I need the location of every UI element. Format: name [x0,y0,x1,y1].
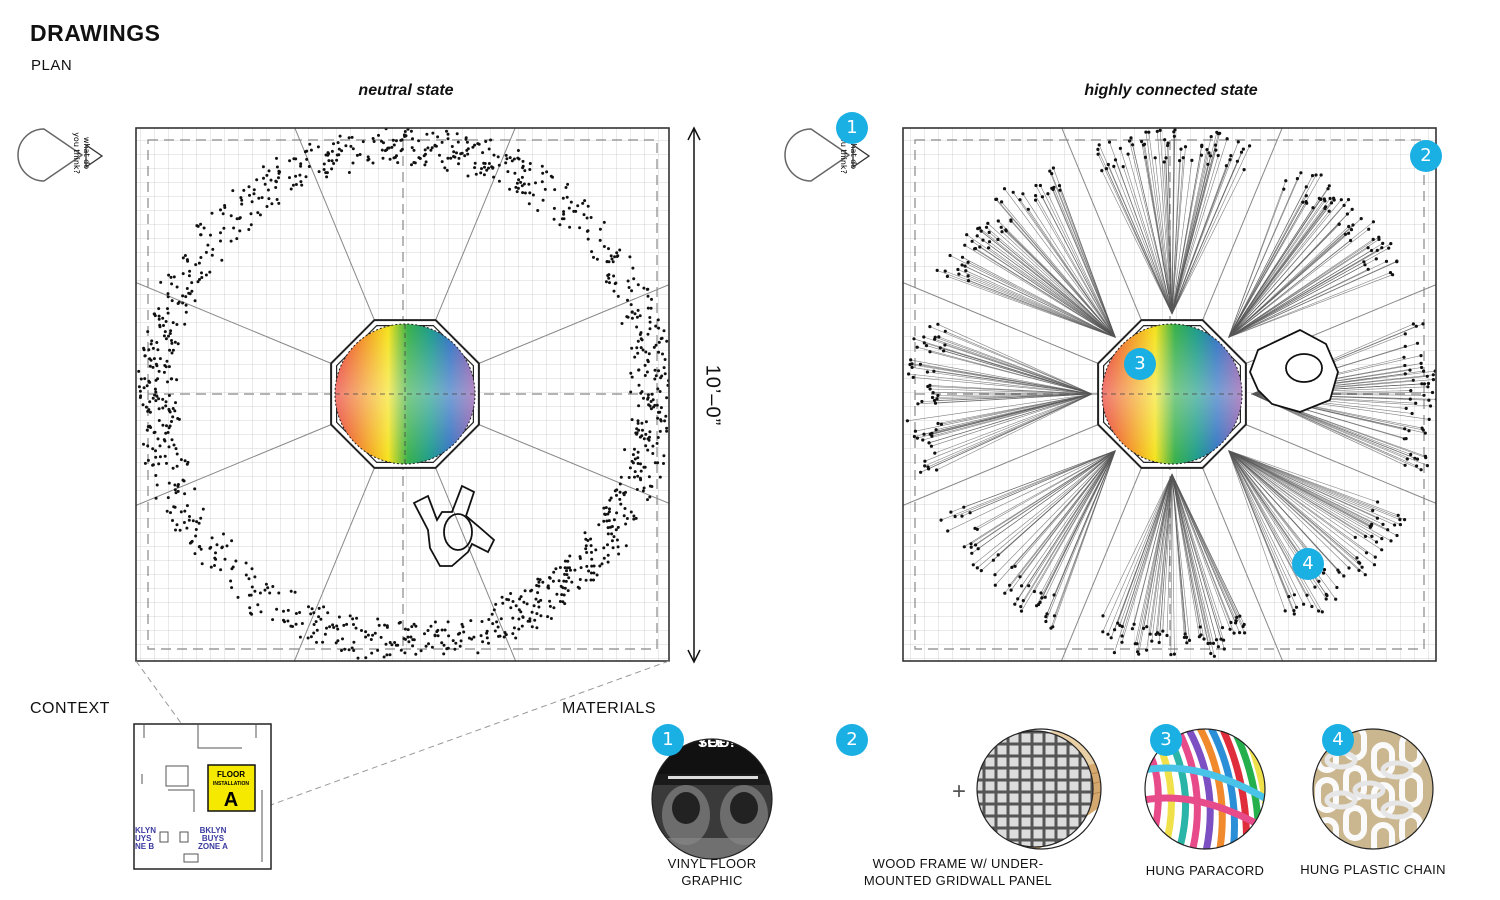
material-badge-3: 3 [1150,724,1182,756]
plus-sign: + [952,778,966,805]
callout-badge-4: 4 [1292,548,1324,580]
floor-tag-1: FLOOR [217,770,245,779]
zone-a-2: BUYS [202,834,225,843]
connected-state-label: highly connected state [1084,82,1258,99]
dimension-line [687,126,701,664]
material-badge-4: 4 [1322,724,1354,756]
callout-badge-3: 3 [1124,348,1156,380]
callout-badge-1: 1 [836,112,868,144]
material-chain-image [1312,728,1434,850]
material-caption-1: VINYL FLOOR GRAPHIC [652,855,772,889]
page-subtitle: PLAN [31,57,73,74]
zone-a-3: ZONE A [198,842,228,851]
material-badge-2: 2 [836,724,868,756]
material-caption-4: HUNG PLASTIC CHAIN [1300,862,1446,877]
vinyl-snippet-2: YOU! [697,734,735,751]
material-caption-1-line2: GRAPHIC [681,873,743,888]
material-badge-1: 1 [652,724,684,756]
callout-badge-2: 2 [1410,140,1442,172]
material-caption-2-line2: MOUNTED GRIDWALL PANEL [863,873,1053,888]
page-title: DRAWINGS [30,20,161,46]
sign-icon-left [17,128,84,182]
zone-b-2: UYS [135,834,152,843]
dimension-label: 10’–0” [701,364,724,427]
material-caption-2-line1: WOOD FRAME W/ UNDER- [872,856,1044,871]
neutral-state-label: neutral state [358,82,454,99]
material-caption-3: HUNG PARACORD [1145,863,1265,878]
person-figure-left [412,484,496,567]
context-map: FLOOR INSTALLATION A KLYN UYS NE B BKLYN… [133,723,272,870]
sign-text-right-2: you think? [839,132,848,174]
materials-label: MATERIALS [562,700,656,717]
material-caption-2: WOOD FRAME W/ UNDER- MOUNTED GRIDWALL PA… [858,855,1058,889]
floor-tag-2: INSTALLATION [213,781,249,787]
zone-b-3: NE B [135,842,154,851]
context-label: CONTEXT [30,700,110,717]
material-wood-frame-image [976,728,1102,850]
zone-a-1: BKLYN [200,826,227,835]
vinyl-snippet-1: SEE [698,734,726,750]
zone-b-1: KLYN [135,826,156,835]
sign-text-left-2: you think? [72,132,81,174]
floor-tag-letter: A [224,789,238,811]
material-caption-1-line1: VINYL FLOOR [667,856,757,871]
person-figure-right [1249,328,1339,413]
